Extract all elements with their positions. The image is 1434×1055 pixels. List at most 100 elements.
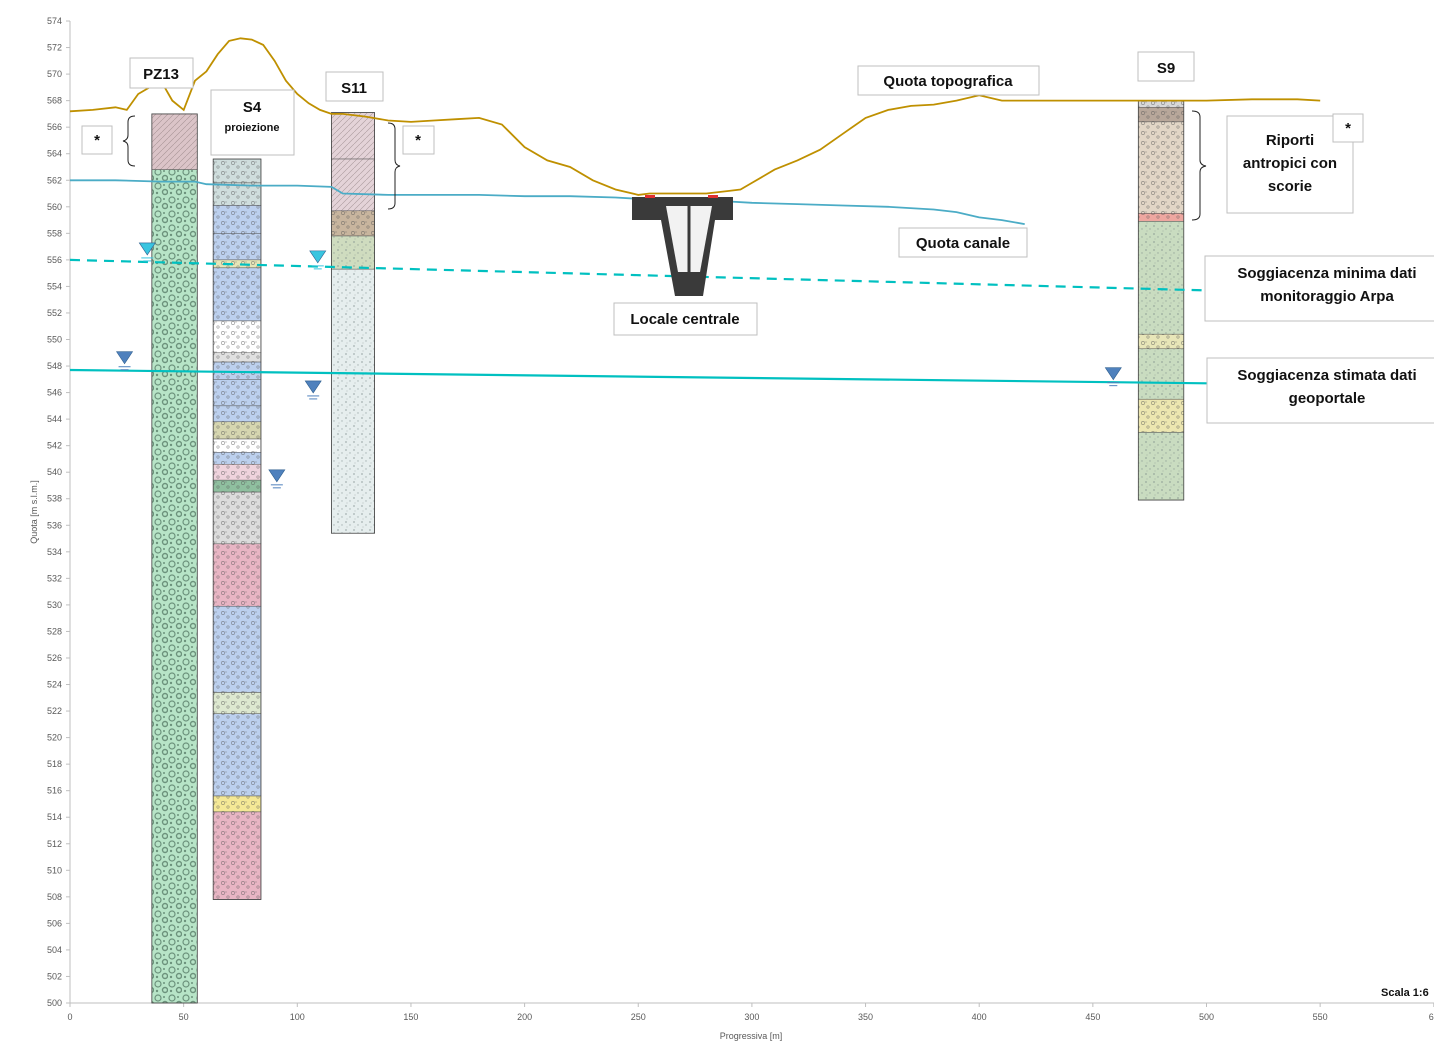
label-arpa-box	[1204, 255, 1434, 322]
x-tick-label: 60	[1429, 1012, 1434, 1022]
borehole-layer-texture	[213, 452, 261, 465]
label-geoportale-line1: Soggiacenza stimata dati	[1237, 367, 1416, 384]
label-locale-centrale-text: Locale centrale	[630, 311, 739, 328]
y-tick-label: 556	[47, 255, 62, 265]
borehole-layer-texture	[1138, 221, 1184, 335]
borehole-layer-texture	[213, 421, 261, 440]
label-riporti-line3: scorie	[1268, 178, 1312, 195]
water-level-icon	[115, 351, 134, 371]
borehole-layer-texture	[1138, 399, 1184, 433]
series-line-0	[69, 37, 1321, 196]
label-quota-topografica-text: Quota topografica	[883, 73, 1013, 90]
y-tick-label: 534	[47, 547, 62, 557]
label-arpa-line1: Soggiacenza minima dati	[1237, 265, 1416, 282]
borehole-layer-texture	[213, 182, 261, 206]
borehole-layer-texture	[1138, 107, 1184, 122]
y-tick-label: 562	[47, 175, 62, 185]
borehole-layer-texture	[1138, 334, 1184, 349]
y-tick-label: 506	[47, 918, 62, 928]
x-tick-label: 150	[403, 1012, 418, 1022]
label-s11-text: S11	[341, 80, 367, 97]
y-tick-label: 532	[47, 573, 62, 583]
label-star-s9: *	[1332, 113, 1364, 143]
brace-pz13	[122, 115, 136, 167]
label-quota-topografica-box	[857, 65, 1040, 96]
label-s11: S11	[325, 71, 384, 102]
y-tick-label: 566	[47, 122, 62, 132]
locale-centrale-structure	[632, 195, 733, 296]
borehole-layer-texture	[213, 259, 261, 268]
label-s9-text: S9	[1157, 60, 1175, 77]
borehole-layer-texture	[213, 405, 261, 422]
label-star-pz13: *	[81, 125, 113, 155]
y-tick-label: 544	[47, 414, 62, 424]
water-level-triangle	[268, 469, 286, 483]
y-tick-label: 508	[47, 892, 62, 902]
label-riporti-line2: antropici con	[1243, 155, 1337, 172]
axes-group: 5005025045065085105125145165185205225245…	[29, 16, 1434, 1041]
borehole-layer-texture	[331, 269, 375, 534]
y-tick-label: 572	[47, 43, 62, 53]
label-s4-sub: proiezione	[224, 122, 279, 134]
y-tick-label: 570	[47, 69, 62, 79]
y-tick-label: 500	[47, 998, 62, 1008]
y-tick-label: 522	[47, 706, 62, 716]
y-tick-label: 540	[47, 467, 62, 477]
label-star-s9-text: *	[1345, 120, 1351, 137]
y-tick-label: 526	[47, 653, 62, 663]
borehole-layer-texture	[213, 267, 261, 321]
water-level-triangle	[138, 242, 156, 256]
label-arpa-line2: monitoraggio Arpa	[1260, 288, 1394, 305]
y-tick-label: 520	[47, 733, 62, 743]
label-locale-centrale: Locale centrale	[613, 302, 758, 336]
borehole-layer-texture	[151, 113, 198, 170]
borehole-layer-texture	[331, 112, 375, 160]
borehole-layer-texture	[213, 464, 261, 481]
label-pz13: PZ13	[129, 57, 194, 89]
label-s9-box	[1137, 51, 1195, 82]
y-tick-label: 528	[47, 626, 62, 636]
water-level-triangle	[309, 250, 327, 264]
borehole-layer-texture	[213, 606, 261, 693]
borehole-layer-texture	[1138, 432, 1184, 501]
borehole-layer-texture	[213, 713, 261, 796]
label-locale-centrale-box	[613, 302, 758, 336]
series-line-1	[70, 179, 1025, 225]
brace-s9	[1191, 110, 1207, 221]
borehole-s9	[1137, 100, 1185, 501]
y-tick-label: 554	[47, 281, 62, 291]
y-tick-label: 504	[47, 945, 62, 955]
label-star-s11-box	[402, 125, 435, 155]
borehole-layer-texture	[213, 492, 261, 544]
water-level-icon	[1104, 367, 1122, 387]
y-tick-label: 510	[47, 865, 62, 875]
label-star-s11-text: *	[415, 132, 421, 149]
borehole-layer-texture	[213, 439, 261, 453]
y-tick-label: 502	[47, 971, 62, 981]
borehole-pz13	[151, 113, 198, 1004]
label-star-pz13-text: *	[94, 132, 100, 149]
label-s4: S4 proiezione	[210, 89, 295, 156]
water-level-icon	[268, 469, 286, 489]
borehole-layer-texture	[213, 811, 261, 900]
x-tick-label: 50	[179, 1012, 189, 1022]
borehole-layer-texture	[331, 159, 375, 211]
y-tick-label: 512	[47, 839, 62, 849]
y-tick-label: 538	[47, 494, 62, 504]
label-quota-canale: Quota canale	[898, 227, 1028, 258]
water-level-icon	[138, 242, 156, 262]
label-quota-canale-text: Quota canale	[916, 235, 1010, 252]
series-line-2	[69, 258, 1207, 292]
x-tick-label: 250	[631, 1012, 646, 1022]
borehole-layer-texture	[213, 795, 261, 812]
borehole-layer-texture	[151, 169, 198, 1004]
y-tick-label: 568	[47, 96, 62, 106]
label-geoportale: Soggiacenza stimata dati geoportale	[1206, 357, 1434, 424]
y-tick-label: 564	[47, 149, 62, 159]
borehole-layer-texture	[331, 210, 375, 236]
x-tick-label: 0	[67, 1012, 72, 1022]
y-tick-label: 546	[47, 388, 62, 398]
borehole-s11	[330, 112, 375, 534]
